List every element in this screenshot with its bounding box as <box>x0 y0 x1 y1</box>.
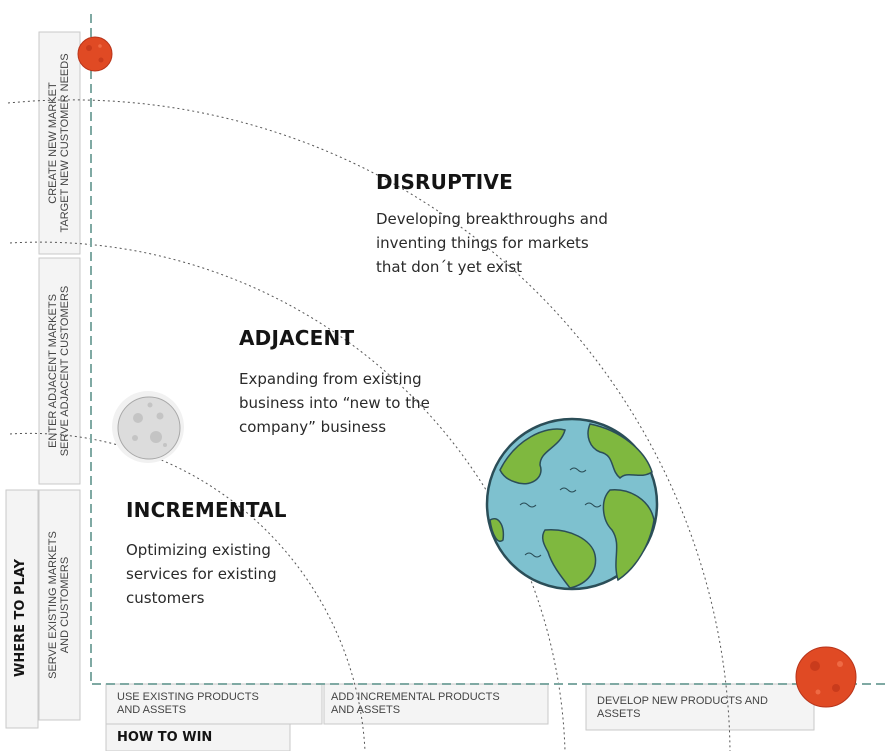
how-to-win-label-develop-new-products: DEVELOP NEW PRODUCTS AND ASSETS <box>597 695 768 721</box>
incremental-title: INCREMENTAL <box>126 498 287 522</box>
label-line: DEVELOP NEW PRODUCTS AND <box>597 695 768 707</box>
label-line: ENTER ADJACENT MARKETS <box>47 294 59 448</box>
adjacent-description: Expanding from existing business into “n… <box>239 367 430 439</box>
adjacent-desc-line: Expanding from existing <box>239 370 422 388</box>
adjacent-title: ADJACENT <box>239 326 355 350</box>
moon-icon <box>112 391 184 463</box>
label-box-develop-new-products <box>585 683 815 731</box>
disruptive-title: DISRUPTIVE <box>376 170 513 194</box>
label-line: AND ASSETS <box>117 704 187 716</box>
label-line: USE EXISTING PRODUCTS <box>117 691 259 703</box>
planet-right-icon <box>795 646 857 708</box>
orbit-disruptive <box>7 99 731 751</box>
label-line: ASSETS <box>597 708 641 720</box>
incremental-desc-line: Optimizing existing <box>126 541 271 559</box>
how-to-win-title: HOW TO WIN <box>117 730 213 745</box>
label-line: SERVE EXISTING MARKETS <box>47 531 59 679</box>
label-box-enter-adjacent-markets <box>38 257 81 485</box>
orbit-adjacent <box>9 241 566 751</box>
label-line: ADD INCREMENTAL PRODUCTS <box>331 691 500 703</box>
how-to-win-box <box>105 723 291 751</box>
disruptive-description: Developing breakthroughs and inventing t… <box>376 207 608 279</box>
label-line: CREATE NEW MARKET <box>47 82 59 204</box>
incremental-description: Optimizing existing services for existin… <box>126 538 277 610</box>
incremental-desc-line: services for existing <box>126 565 277 583</box>
label-box-create-new-market <box>38 31 81 255</box>
planet-top-icon <box>77 36 113 72</box>
how-to-win-label-use-existing-products: USE EXISTING PRODUCTS AND ASSETS <box>117 691 259 717</box>
label-line: TARGET NEW CUSTOMER NEEDS <box>59 53 71 233</box>
label-box-serve-existing-markets <box>38 489 81 721</box>
disruptive-desc-line: inventing things for markets <box>376 234 589 252</box>
disruptive-desc-line: that don´t yet exist <box>376 258 523 276</box>
where-to-play-label-serve-existing-markets: SERVE EXISTING MARKETS AND CUSTOMERS <box>47 510 71 700</box>
label-line: SERVE ADJACENT CUSTOMERS <box>59 285 71 457</box>
incremental-desc-line: customers <box>126 589 205 607</box>
earth-icon <box>485 417 659 591</box>
label-line: AND ASSETS <box>331 704 401 716</box>
how-to-win-label-add-incremental-products: ADD INCREMENTAL PRODUCTS AND ASSETS <box>331 691 500 717</box>
adjacent-desc-line: business into “new to the <box>239 394 430 412</box>
orbit-incremental <box>9 432 366 751</box>
where-to-play-label-create-new-market: CREATE NEW MARKET TARGET NEW CUSTOMER NE… <box>47 32 71 254</box>
label-line: AND CUSTOMERS <box>59 556 71 654</box>
where-to-play-label-enter-adjacent-markets: ENTER ADJACENT MARKETS SERVE ADJACENT CU… <box>47 258 71 484</box>
where-to-play-box <box>5 489 39 729</box>
where-to-play-title: WHERE TO PLAY <box>13 558 28 677</box>
adjacent-desc-line: company” business <box>239 418 387 436</box>
disruptive-desc-line: Developing breakthroughs and <box>376 210 608 228</box>
